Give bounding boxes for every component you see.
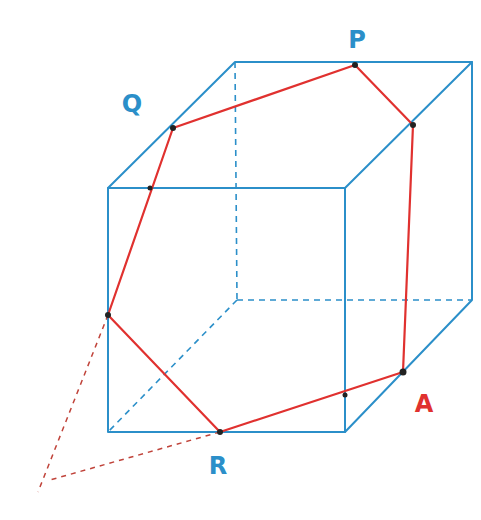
cube-edges: [108, 62, 472, 432]
point-label: P: [348, 28, 366, 52]
top-face: [108, 62, 472, 188]
front-face: [108, 188, 345, 432]
hexagon-section: [108, 65, 413, 432]
point-label: R: [209, 454, 227, 478]
point-label: A: [415, 392, 434, 416]
extension-lines: [38, 315, 220, 492]
intersection-dots: [105, 62, 416, 435]
hidden-edges: [108, 62, 472, 432]
point-label: Q: [122, 92, 142, 116]
